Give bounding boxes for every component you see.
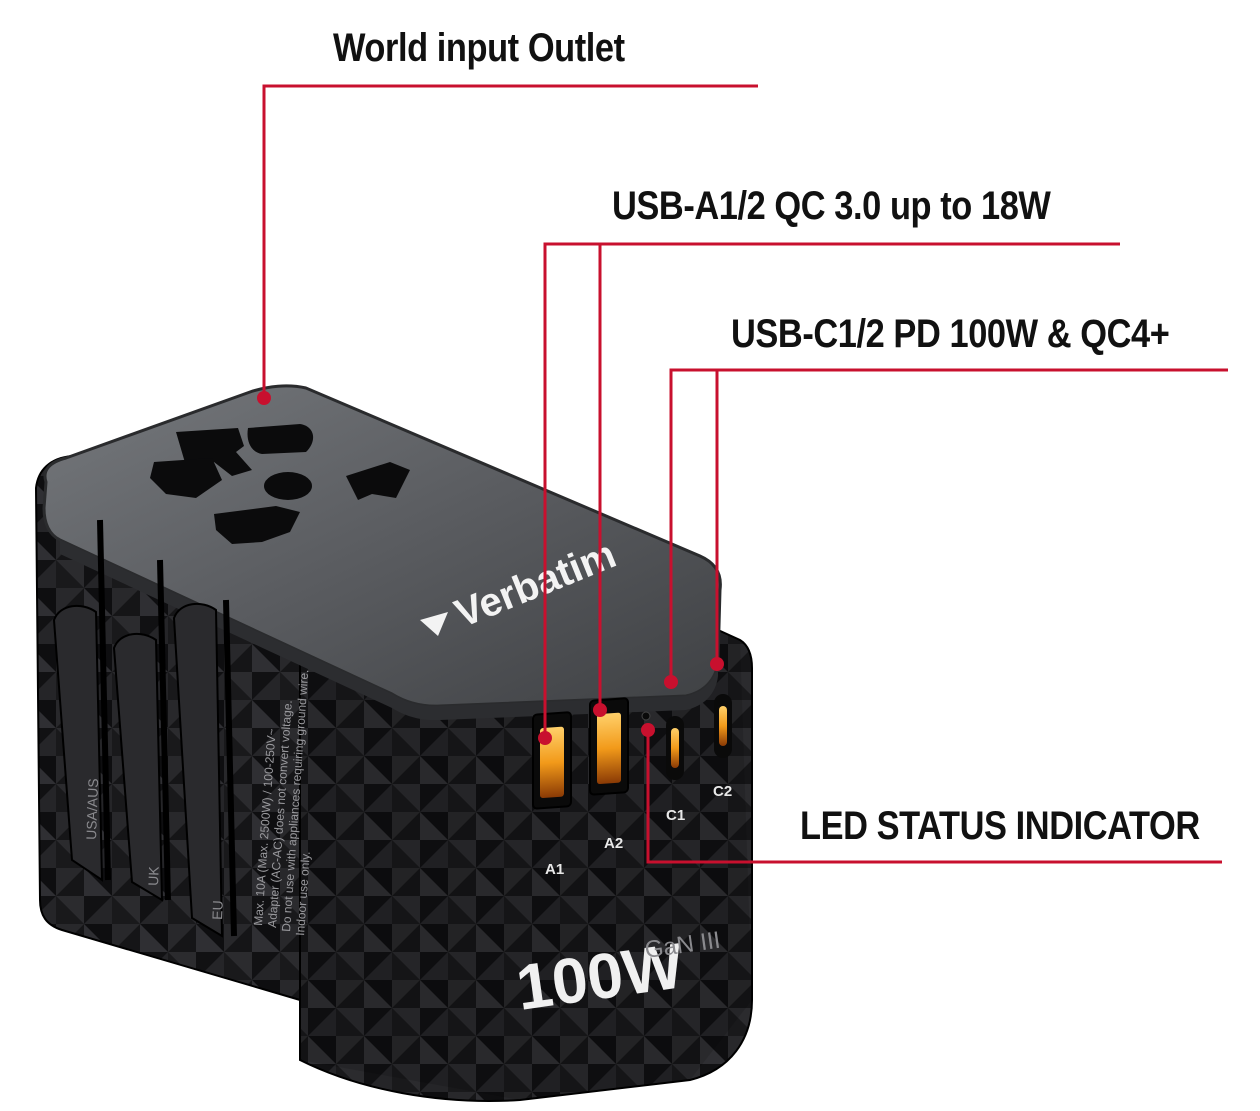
leader-outlet xyxy=(262,84,758,396)
callout-world-outlet: World input Outlet xyxy=(333,26,625,70)
leader-dot xyxy=(593,703,607,717)
leader-lines xyxy=(262,84,1228,864)
port-label-a1: A1 xyxy=(545,861,564,878)
usb-a-ports xyxy=(532,697,629,810)
fine-print: Max. 10A (Max. 2500W) / 100-250V~ Adapte… xyxy=(251,669,313,936)
callout-usb-c: USB-C1/2 PD 100W & QC4+ xyxy=(731,312,1170,356)
led-indicator xyxy=(641,711,651,721)
slider-uk xyxy=(112,632,164,902)
slider-usa-aus xyxy=(52,604,104,882)
port-label-c2: C2 xyxy=(713,783,732,800)
leader-dot xyxy=(538,731,552,745)
leader-dot xyxy=(641,723,655,737)
leader-dot xyxy=(257,391,271,405)
plug-sliders xyxy=(52,519,237,938)
port-label-a2: A2 xyxy=(604,835,623,852)
plug-label-eu: EU xyxy=(209,900,226,920)
plug-label-uk: UK xyxy=(145,865,162,886)
universal-outlet-holes xyxy=(150,424,410,544)
leader-dots xyxy=(257,391,724,745)
usb-c-ports xyxy=(666,694,732,780)
leader-dot xyxy=(710,657,724,671)
callout-led: LED STATUS INDICATOR xyxy=(800,804,1200,848)
fine-print-line: Indoor use only. xyxy=(293,851,313,936)
leader-usb-a1 xyxy=(543,242,1120,736)
callout-usb-a: USB-A1/2 QC 3.0 up to 18W xyxy=(612,184,1051,228)
leader-dot xyxy=(664,675,678,689)
leader-led xyxy=(646,730,1222,864)
slider-eu xyxy=(172,602,224,938)
plug-label-usa-aus: USA/AUS xyxy=(83,778,101,840)
port-label-c1: C1 xyxy=(666,807,685,824)
leader-usb-c1 xyxy=(669,368,1228,680)
